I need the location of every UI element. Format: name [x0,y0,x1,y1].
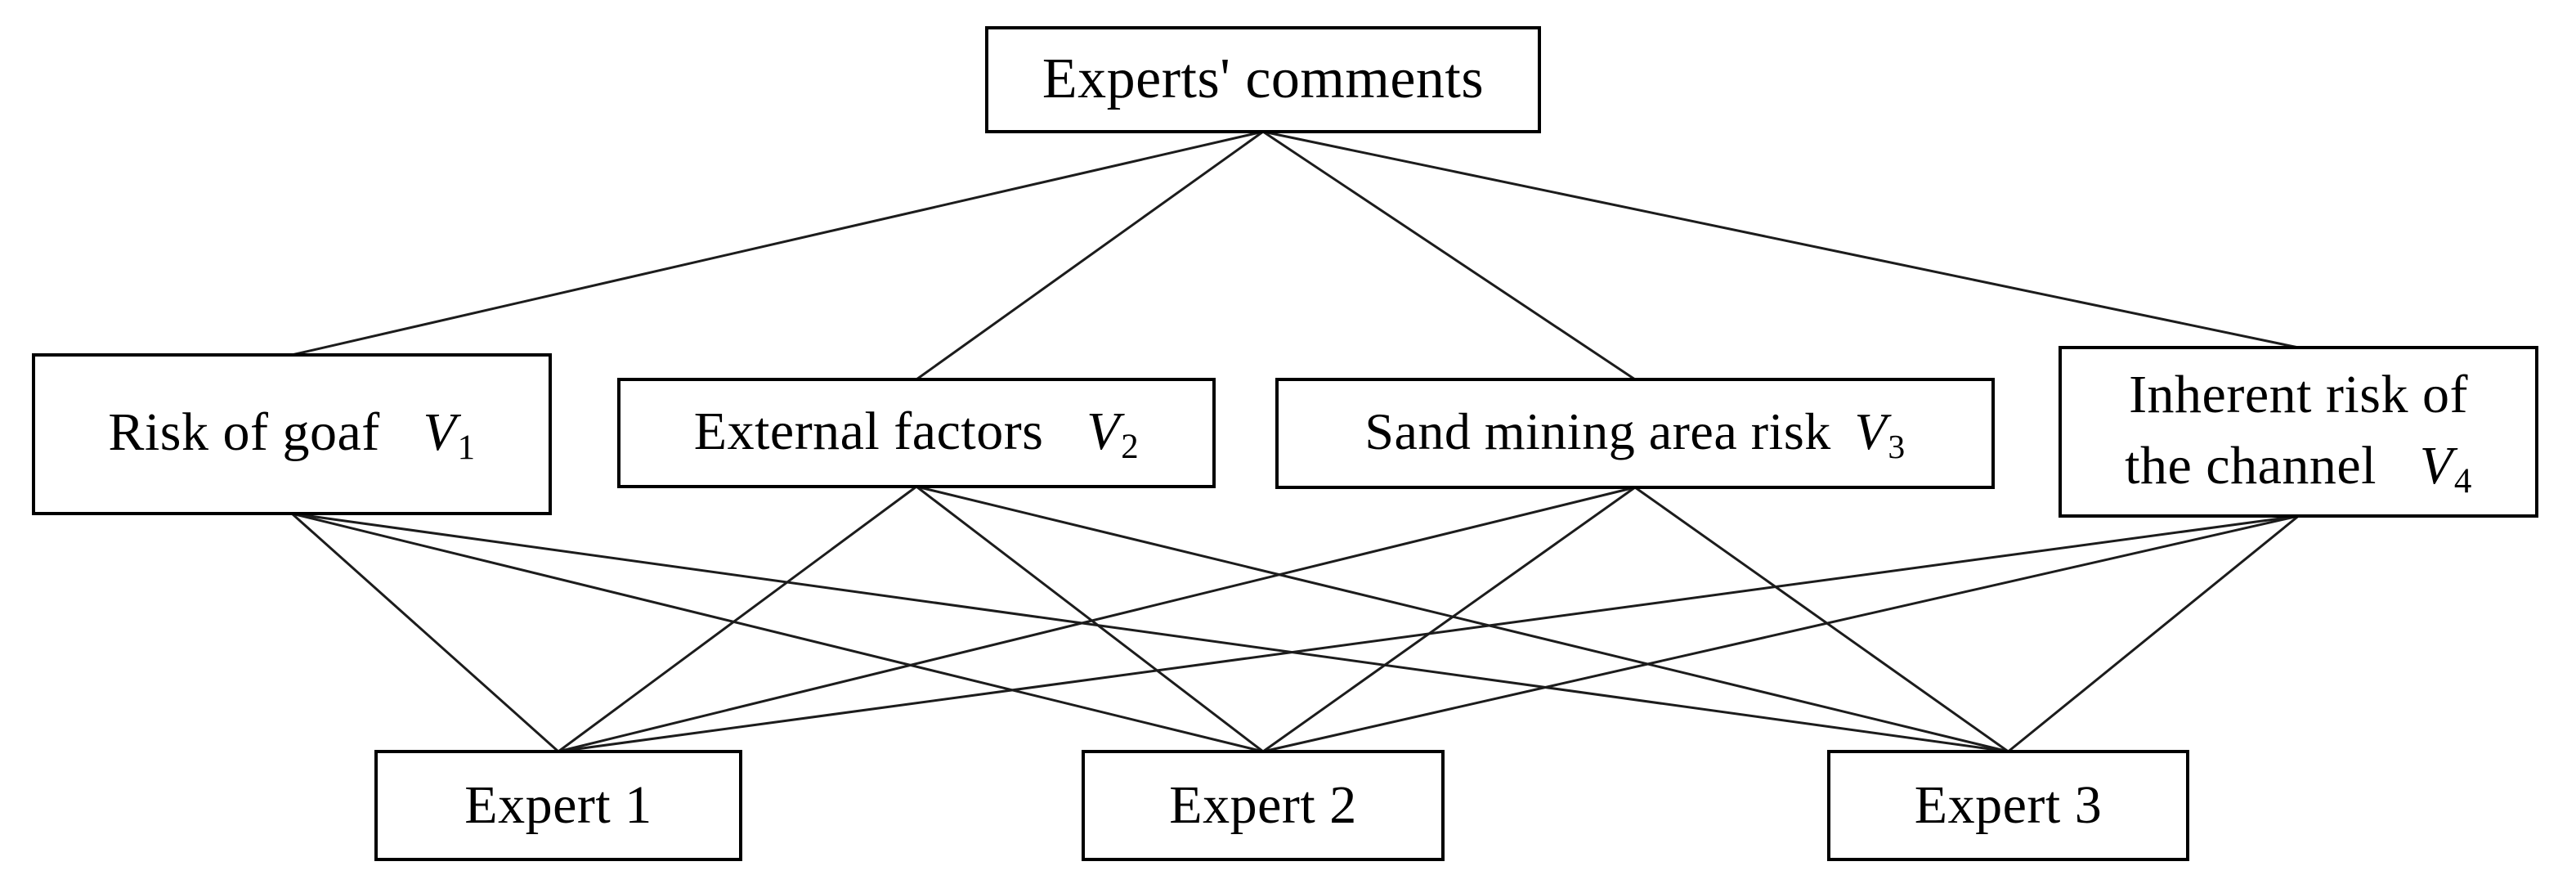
variable-subscript: 4 [2453,461,2472,500]
variable-subscript: 2 [1121,427,1140,466]
variable-symbol: V [423,402,457,463]
variable-symbol: V [2419,435,2453,496]
node-expert-3: Expert 3 [1827,750,2189,861]
node-label: Expert 1 [464,775,652,836]
node-expert-1: Expert 1 [374,750,742,861]
variable-subscript: 3 [1888,427,1906,465]
node-label: Expert 2 [1169,775,1357,836]
node-label: Expert 3 [1914,775,2103,836]
node-label: Experts' comments [1042,47,1485,111]
node-expert-2: Expert 2 [1082,750,1445,861]
variable-symbol: V [1086,401,1120,461]
node-experts-comments: Experts' comments [985,26,1541,133]
variable-subscript: 1 [457,429,476,468]
variable-symbol: V [1854,402,1888,461]
